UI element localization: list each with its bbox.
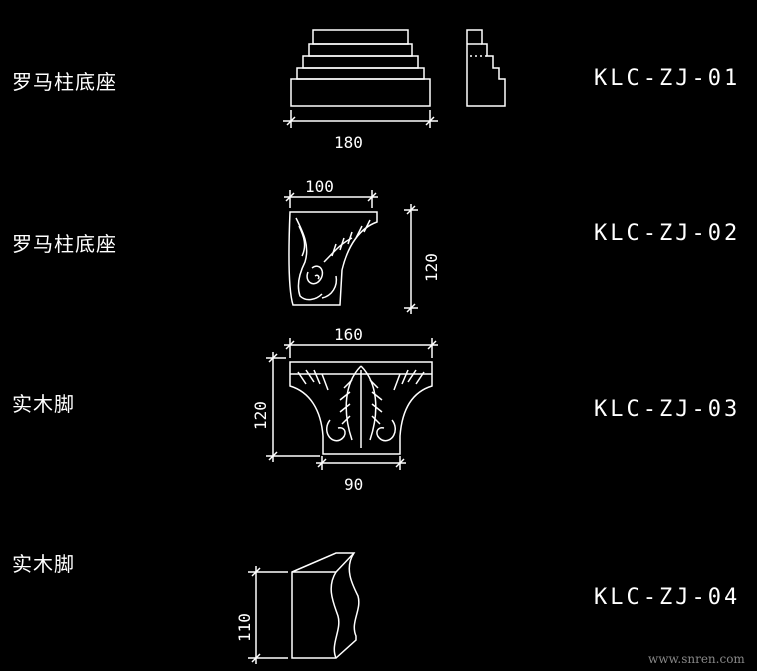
- dimension-90: [316, 456, 406, 470]
- dim-text-120-a: 120: [422, 253, 441, 282]
- row-3-code: KLC-ZJ-03: [594, 397, 741, 422]
- base-front-elevation: [290, 29, 431, 107]
- dimension-120-b: [266, 352, 320, 462]
- dim-text-90: 90: [344, 475, 363, 494]
- row-4-code: KLC-ZJ-04: [594, 585, 741, 610]
- dimension-160: [284, 338, 438, 358]
- row-1-code: KLC-ZJ-01: [594, 66, 741, 91]
- row-4-label: 实木脚: [12, 552, 75, 576]
- dim-text-120-b: 120: [251, 401, 270, 430]
- row-2-label: 罗马柱底座: [12, 232, 117, 256]
- wood-block: [291, 552, 360, 659]
- dim-text-110: 110: [235, 613, 254, 642]
- dim-text-180: 180: [334, 133, 363, 152]
- dimension-120-a: [404, 204, 418, 314]
- foot-carving: [289, 361, 433, 455]
- row-1-label: 罗马柱底座: [12, 70, 117, 94]
- dimension-100: [284, 190, 378, 208]
- row-2-code: KLC-ZJ-02: [594, 221, 741, 246]
- base-side-profile: [466, 29, 506, 107]
- row-3-label: 实木脚: [12, 392, 75, 416]
- dim-text-160: 160: [334, 325, 363, 344]
- dimension-180: [283, 110, 438, 128]
- watermark: www.snren.com: [648, 652, 745, 666]
- dim-text-100: 100: [305, 177, 334, 196]
- bracket-carving: [288, 211, 378, 306]
- dimension-110: [248, 566, 288, 664]
